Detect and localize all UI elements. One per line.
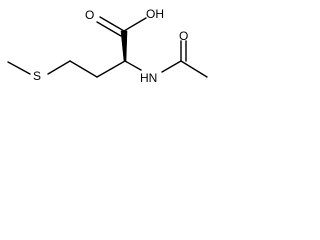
bond-carboxyl-double-2 xyxy=(96,21,122,37)
atom-label-o-acid: O xyxy=(85,8,94,22)
bond-alpha-n xyxy=(124,60,142,71)
atom-label-nh: HN xyxy=(140,71,157,85)
atom-label-s: S xyxy=(33,69,41,83)
bond-carboxyl-double-1 xyxy=(99,16,125,32)
bond-carbonyl-methyl xyxy=(180,60,208,78)
atom-label-o-amide: O xyxy=(179,29,188,43)
bond-ch2-ch2 xyxy=(69,60,98,78)
structure-svg: OH O S HN O xyxy=(7,7,208,85)
bond-methyl-s xyxy=(7,61,31,75)
bond-n-carbonyl xyxy=(161,60,182,73)
bond-carboxyl-oh xyxy=(123,17,147,32)
chemical-structure: OH O S HN O xyxy=(0,0,250,108)
bond-s-ch2 xyxy=(47,60,71,75)
wedge-bond-alpha-carboxyl xyxy=(120,30,128,62)
bond-ch2-alpha xyxy=(96,60,126,78)
atom-label-oh: OH xyxy=(146,7,164,21)
